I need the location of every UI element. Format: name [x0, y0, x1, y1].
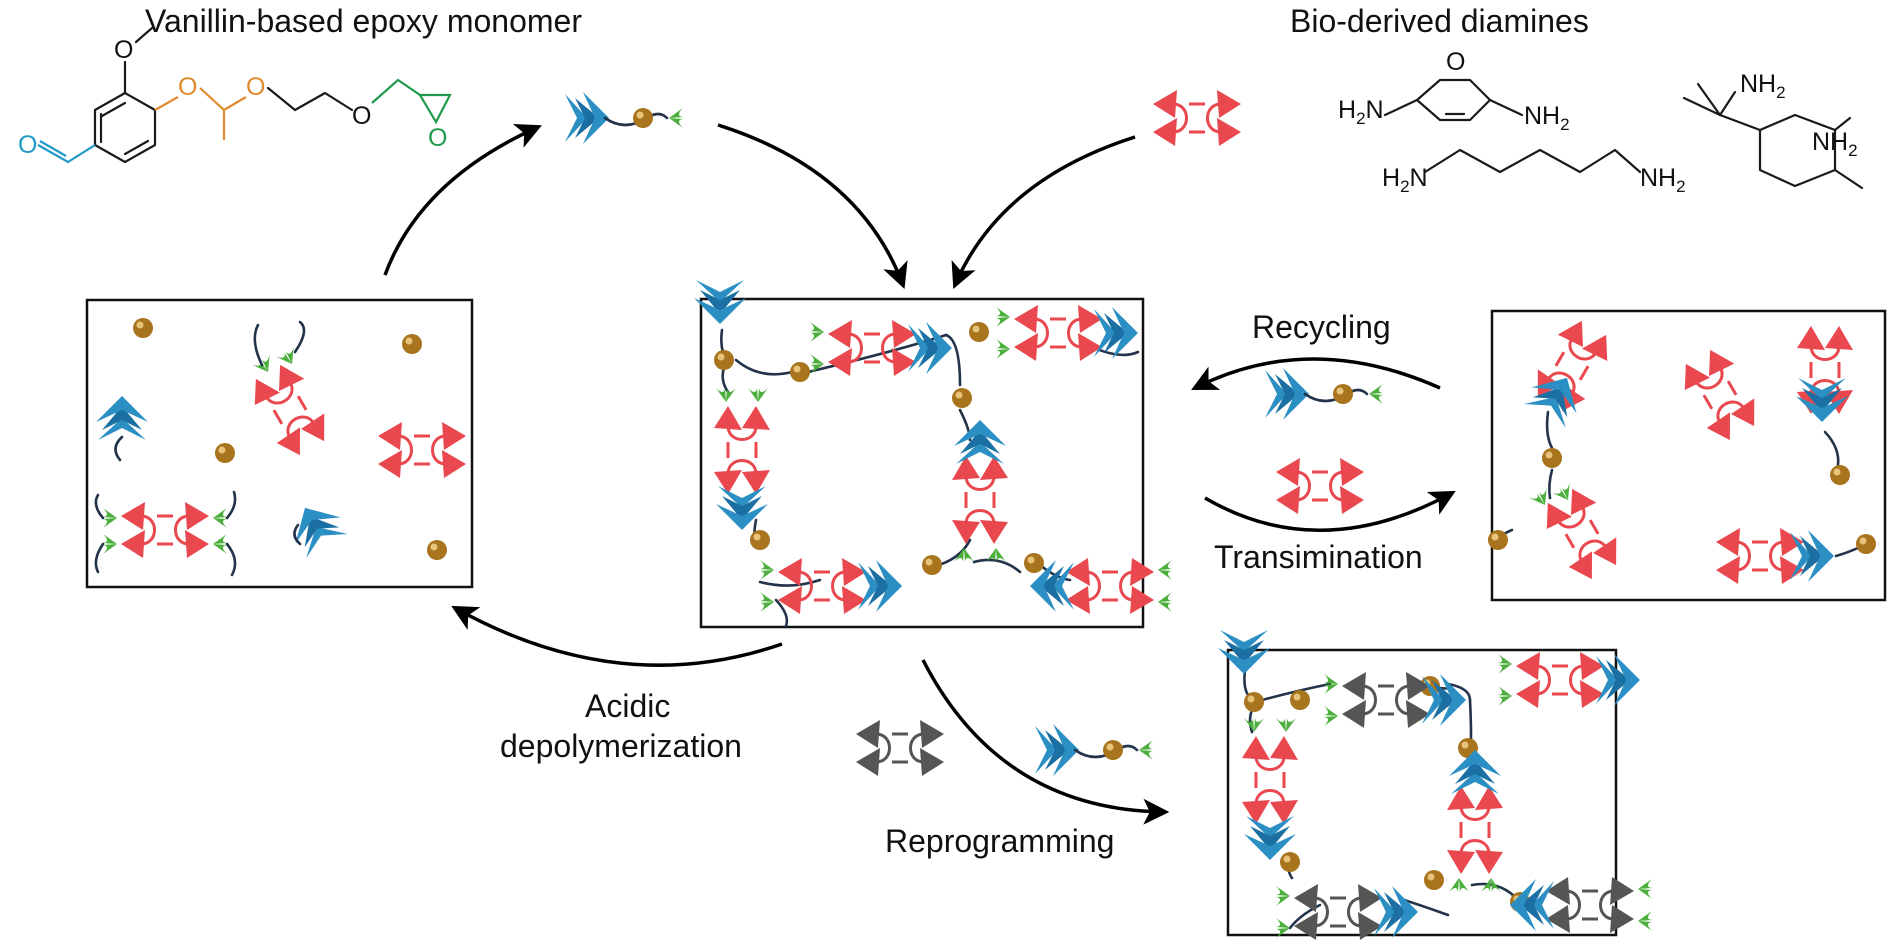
network-contents — [694, 280, 1172, 628]
acidic-label-line1: Acidic — [585, 688, 670, 724]
reprogrammed-contents — [1218, 630, 1652, 940]
arrow-reprogramming — [921, 659, 1170, 825]
gray-diamine-cartoon — [854, 718, 946, 778]
ether-oxygen: O — [352, 102, 371, 130]
arrow-acidic-depolymerization — [451, 605, 783, 667]
transimination-diamine-cartoon — [1274, 456, 1366, 516]
methoxy-oxygen: O — [114, 36, 133, 64]
furan-diamine-structure: O H2N NH2 — [1338, 48, 1570, 134]
transiminated-box — [1490, 309, 1887, 602]
pentanediamine-structure: H2N NH2 — [1382, 148, 1686, 196]
aldehyde-oxygen: O — [18, 131, 37, 159]
diamines-title: Bio-derived diamines — [1290, 3, 1589, 39]
arrow-monomer-to-network — [717, 123, 908, 290]
arrow-recycling — [1191, 357, 1441, 390]
recycling-label: Recycling — [1252, 309, 1391, 345]
h2n-pentane: H2N — [1382, 164, 1428, 196]
recycling-monomer-cartoon — [1265, 368, 1383, 420]
nh2-right: NH2 — [1524, 102, 1570, 134]
network-box — [699, 297, 1145, 629]
transiminated-contents — [1488, 312, 1876, 588]
diamine-cartoon-top — [1151, 88, 1243, 148]
vanillin-epoxy-structure: O O O O O O — [18, 26, 452, 164]
epoxy-monomer-cartoon — [565, 92, 683, 144]
arrow-depolymer-to-monomer — [383, 124, 542, 276]
nh2-iso-right: NH2 — [1812, 128, 1858, 160]
arrow-transimination — [1204, 490, 1456, 533]
epoxy-monomer-title: Vanillin-based epoxy monomer — [145, 3, 582, 39]
acetal-oxygen-2: O — [246, 73, 265, 101]
reprogramming-label: Reprogramming — [885, 823, 1114, 859]
arrow-diamine-to-network — [951, 135, 1136, 289]
nh2-iso-top: NH2 — [1740, 70, 1786, 102]
nh2-pentane: NH2 — [1640, 164, 1686, 196]
isophoronediamine-structure: NH2 NH2 — [1682, 70, 1864, 190]
h2n-left: H2N — [1338, 96, 1384, 128]
acetal-oxygen-1: O — [178, 73, 197, 101]
acidic-label-line2: depolymerization — [500, 728, 742, 764]
depolymerized-box — [85, 298, 474, 589]
furan-oxygen: O — [1446, 48, 1465, 76]
reprogrammed-box — [1226, 648, 1618, 937]
epoxide-oxygen: O — [428, 124, 447, 152]
reprogramming-monomer-cartoon — [1035, 724, 1153, 776]
transimination-label: Transimination — [1214, 539, 1423, 575]
depolymerized-contents — [94, 318, 468, 577]
